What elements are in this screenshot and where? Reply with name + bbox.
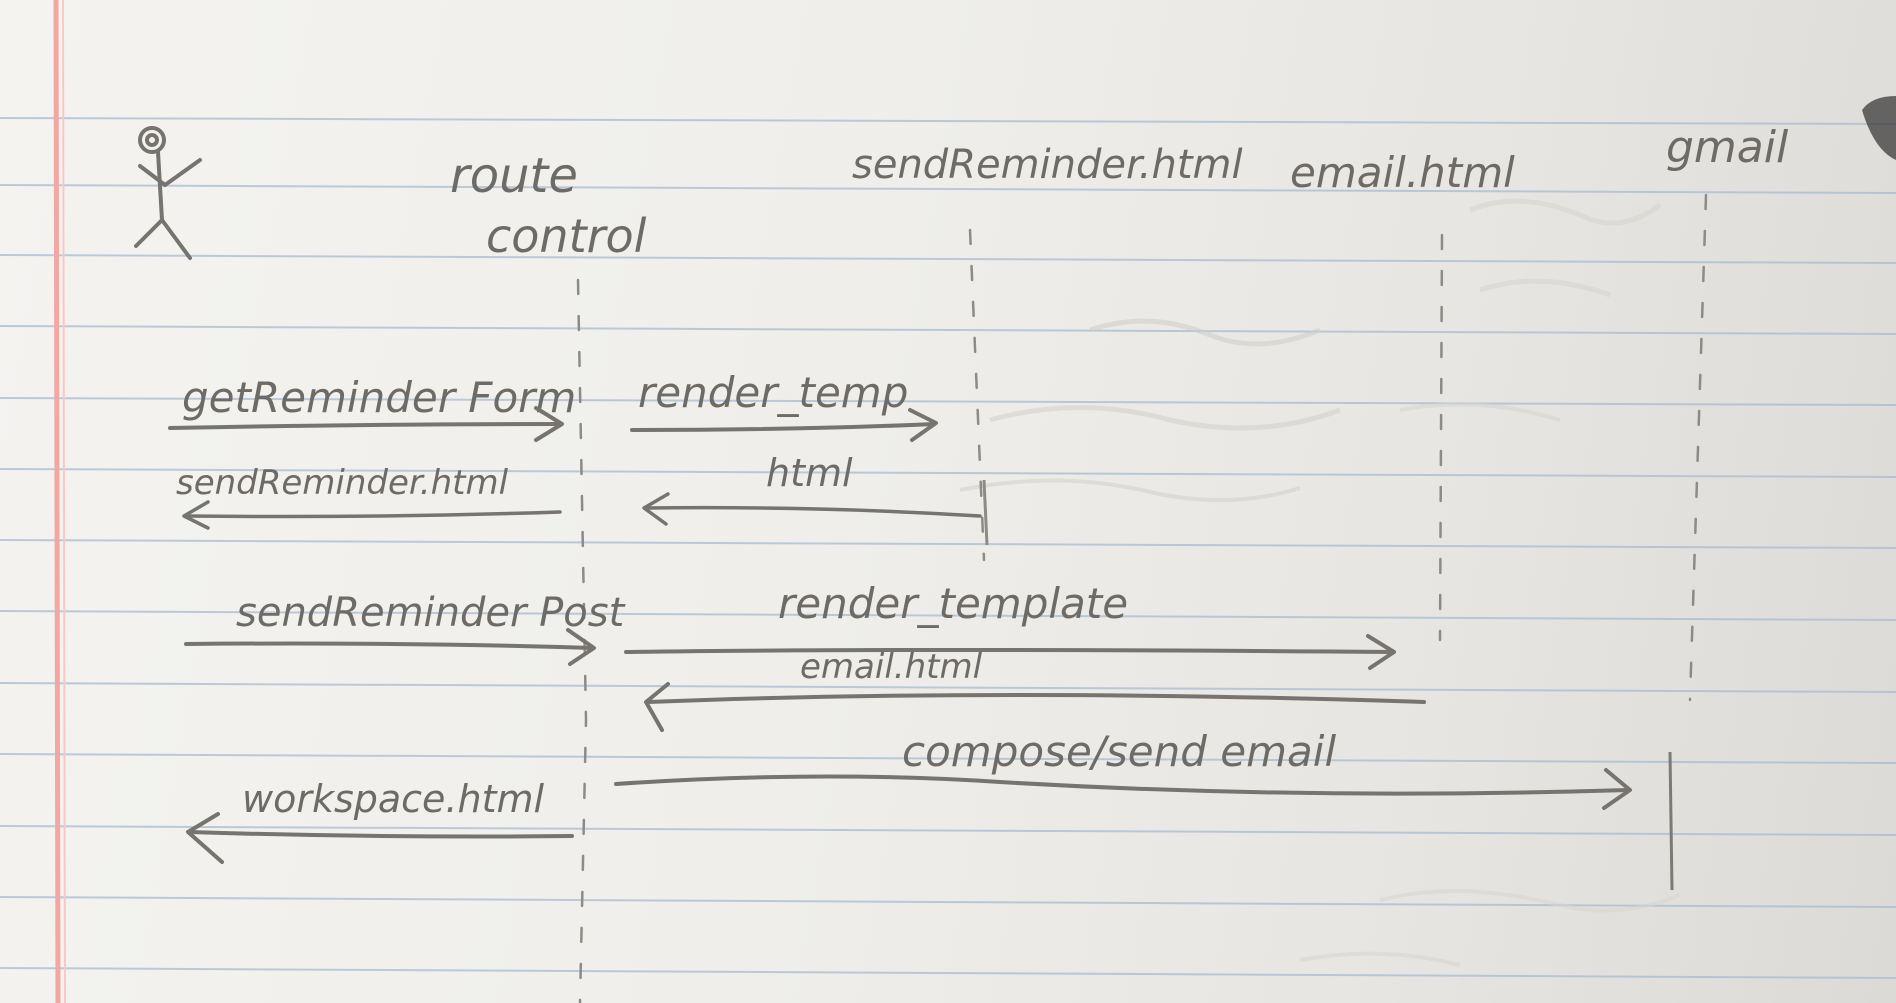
message-sendreminder-return-label: sendReminder.html: [176, 463, 509, 503]
message-compose-send-email-label: compose/send email: [902, 727, 1336, 776]
message-compose-send-email-arrow: [614, 774, 1630, 796]
rule-line: [0, 753, 1896, 764]
message-get-reminder-form-label: getReminder Form: [182, 373, 576, 422]
arrowhead: [186, 812, 224, 864]
message-render-template-label: render_template: [778, 579, 1128, 628]
participant-control-label: control: [486, 209, 647, 263]
rule-line: [0, 184, 1896, 194]
rule-line: [0, 539, 1896, 549]
show-through-scribbles: [959, 198, 1681, 967]
participant-sendreminder-label: sendReminder.html: [852, 142, 1243, 188]
participant-route-label: route: [450, 148, 578, 204]
message-html-return-label: html: [766, 451, 853, 495]
message-get-reminder-form-arrow: [168, 422, 562, 430]
arrowhead: [642, 492, 670, 526]
rule-line: [0, 610, 1896, 621]
sendreminder-activation: [982, 479, 989, 546]
rule-line: [0, 397, 1896, 406]
actor-body: [156, 150, 164, 222]
arrowhead: [566, 628, 596, 666]
actor-leg-left: [134, 218, 164, 248]
actor-head: [138, 126, 166, 154]
message-workspace-html-arrow: [188, 830, 574, 839]
message-render-temp-arrow: [630, 422, 936, 432]
actor-head-inner: [145, 133, 159, 147]
margin-line: [53, 0, 61, 1003]
page-corner-shadow: [1862, 96, 1896, 160]
participant-email-label: email.html: [1290, 148, 1515, 197]
actor-arm-right: [163, 158, 202, 187]
message-email-html-return-label: email.html: [800, 647, 983, 687]
message-render-template-arrow: [624, 648, 1394, 654]
rule-line: [0, 325, 1896, 335]
message-html-return-arrow: [644, 505, 982, 518]
route-control-lifeline: [576, 278, 588, 1003]
horizontal-rule-lines: [0, 117, 1896, 979]
arrowhead: [1602, 768, 1632, 810]
arrowhead: [182, 500, 210, 530]
rule-line: [0, 825, 1896, 836]
message-sendreminder-post-label: sendReminder Post: [236, 590, 626, 636]
arrowhead: [534, 406, 564, 442]
arrowhead: [1366, 634, 1396, 670]
rule-line: [0, 468, 1896, 478]
arrowhead: [908, 408, 938, 442]
message-sendreminder-return-arrow: [184, 510, 562, 519]
gmail-lifeline: [1688, 193, 1708, 702]
actor-arm-left: [138, 164, 167, 187]
message-sendreminder-post-arrow: [184, 641, 594, 650]
participant-gmail-label: gmail: [1666, 122, 1789, 173]
rule-line: [0, 682, 1896, 693]
email-lifeline: [1438, 233, 1444, 642]
rule-line: [0, 117, 1896, 125]
message-render-temp-label: render_temp: [638, 368, 908, 417]
arrowhead: [644, 682, 670, 732]
actor-leg-right: [160, 218, 192, 260]
lifelines: [576, 193, 1708, 1003]
actor-stick-figure: [134, 126, 202, 260]
sendreminder-lifeline: [968, 228, 986, 562]
rule-line: [0, 896, 1896, 908]
margin-line-secondary: [62, 0, 66, 1003]
gmail-activation: [1668, 751, 1674, 891]
rule-line: [0, 254, 1896, 264]
message-workspace-html-label: workspace.html: [242, 777, 545, 821]
message-email-html-return-arrow: [646, 693, 1426, 704]
rule-line: [0, 967, 1896, 979]
